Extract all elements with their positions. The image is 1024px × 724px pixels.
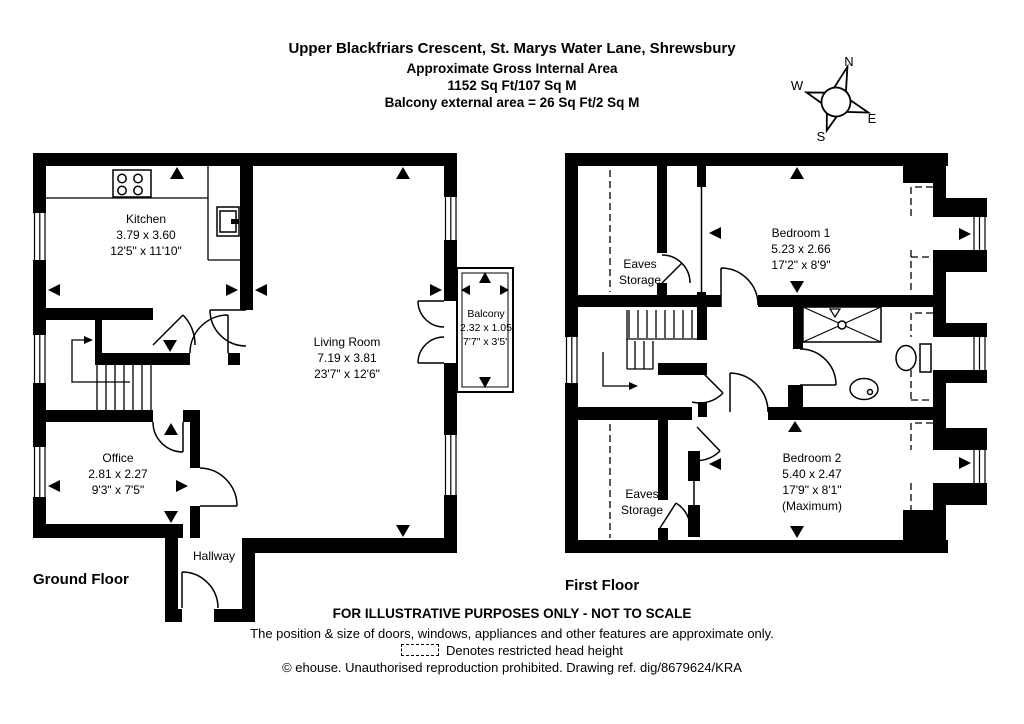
toilet-icon [895, 343, 932, 373]
first-floor-plan [565, 153, 987, 553]
ground-floor-title: Ground Floor [33, 571, 129, 588]
bedroom2-metric: 5.40 x 2.47 [782, 467, 842, 481]
first-floor-stairs [602, 310, 697, 390]
room-label-bedroom2: Bedroom 2 5.40 x 2.47 17'9" x 8'1" (Maxi… [782, 450, 842, 514]
kitchen-counter [46, 166, 240, 261]
basin-icon [849, 377, 879, 401]
room-label-living-room: Living Room 7.19 x 3.81 23'7" x 12'6" [314, 334, 381, 382]
disclaimer-not-to-scale: FOR ILLUSTRATIVE PURPOSES ONLY - NOT TO … [332, 606, 692, 621]
ground-floor-walls [33, 153, 457, 622]
ground-floor-dimension-arrows [48, 167, 509, 537]
bedroom2-name: Bedroom 2 [782, 451, 842, 465]
balcony-name: Balcony [467, 308, 505, 320]
subtitle-gross-internal-area: Approximate Gross Internal Area [406, 61, 618, 76]
restricted-head-height-lines [609, 170, 933, 538]
bedroom1-metric: 5.23 x 2.66 [771, 242, 831, 256]
balcony-area-value: Balcony external area = 26 Sq Ft/2 Sq M [384, 95, 640, 110]
eaves2-line2: Storage [620, 503, 664, 517]
compass-south-label: S [817, 129, 826, 144]
ground-floor-plan [33, 153, 514, 622]
balcony-metric: 2.32 x 1.05 [460, 322, 512, 334]
total-area-value: 1152 Sq Ft/107 Sq M [447, 78, 577, 93]
room-label-office: Office 2.81 x 2.27 9'3" x 7'5" [88, 450, 147, 498]
first-floor-doors [659, 254, 837, 529]
bedroom1-imperial: 17'2" x 8'9" [771, 258, 831, 272]
legend-restricted-head-height: Denotes restricted head height [0, 643, 1024, 658]
hallway-name: Hallway [192, 549, 236, 563]
room-label-eaves-storage-1: Eaves Storage [619, 256, 661, 288]
shower-icon [802, 306, 882, 343]
legend-restricted-text: Denotes restricted head height [445, 643, 624, 658]
bedroom2-imperial: 17'9" x 8'1" [782, 483, 842, 497]
eaves1-line1: Eaves [623, 257, 657, 271]
compass-rose-icon: N W E S [791, 54, 877, 144]
ground-floor-windows [33, 153, 457, 497]
balcony-french-doors [417, 300, 445, 364]
living-metric: 7.19 x 3.81 [317, 351, 377, 365]
compass-north-label: N [844, 54, 853, 69]
room-label-kitchen: Kitchen 3.79 x 3.60 12'5" x 11'10" [110, 211, 182, 259]
disclaimer-approximate: The position & size of doors, windows, a… [250, 626, 774, 641]
restricted-head-height-icon [400, 644, 439, 656]
hob-icon [112, 169, 152, 198]
first-floor-dimension-arrows [709, 167, 971, 538]
compass-east-label: E [868, 111, 877, 126]
first-floor-title: First Floor [565, 577, 640, 594]
living-imperial: 23'7" x 12'6" [314, 367, 380, 381]
office-imperial: 9'3" x 7'5" [91, 483, 145, 497]
page-title: Upper Blackfriars Crescent, St. Marys Wa… [288, 40, 736, 57]
office-name: Office [102, 451, 134, 465]
room-label-balcony: Balcony 2.32 x 1.05 7'7" x 3'5" [460, 307, 512, 349]
eaves2-line1: Eaves [625, 487, 659, 501]
bedroom2-note: (Maximum) [782, 499, 842, 513]
ground-floor-doors [152, 309, 247, 609]
balcony-imperial: 7'7" x 3'5" [463, 336, 509, 348]
copyright-line: © ehouse. Unauthorised reproduction proh… [282, 660, 742, 675]
compass-west-label: W [791, 78, 804, 93]
first-floor-walls [565, 153, 987, 553]
kitchen-metric: 3.79 x 3.60 [116, 228, 176, 242]
office-metric: 2.81 x 2.27 [88, 467, 148, 481]
kitchen-imperial: 12'5" x 11'10" [110, 244, 182, 258]
bedroom1-name: Bedroom 1 [771, 226, 831, 240]
kitchen-name: Kitchen [125, 212, 167, 226]
first-floor-windows [565, 217, 986, 483]
room-label-eaves-storage-2: Eaves Storage [621, 486, 663, 518]
living-name: Living Room [313, 335, 381, 349]
eaves1-line2: Storage [618, 273, 662, 287]
room-label-bedroom1: Bedroom 1 5.23 x 2.66 17'2" x 8'9" [771, 225, 830, 273]
room-label-hallway: Hallway [193, 548, 235, 564]
sink-icon [216, 206, 240, 237]
ground-floor-stairs [71, 336, 152, 410]
